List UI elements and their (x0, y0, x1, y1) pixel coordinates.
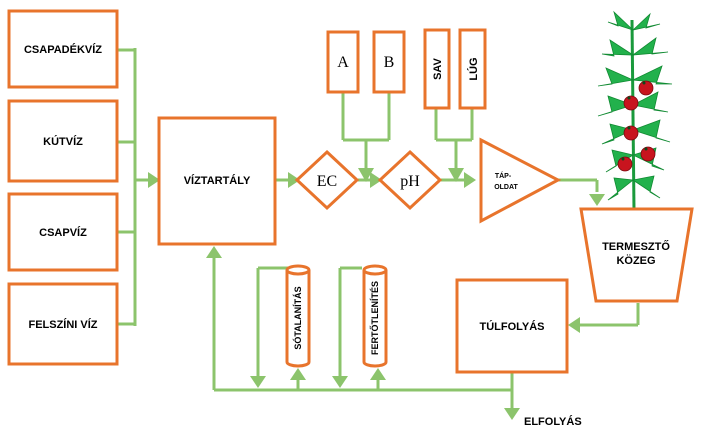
nutrient-solution-label-1: TÁP- (495, 171, 512, 180)
growing-medium-pot (579, 207, 694, 303)
growing-medium-label-1: TERMESZTŐ (602, 240, 670, 253)
disinfection-cylinder (362, 264, 388, 368)
growing-medium-label-2: KÖZEG (616, 254, 655, 267)
nutrient-b-box (372, 30, 406, 94)
well-water-box (7, 99, 119, 183)
tomato-plant-icon (597, 10, 673, 211)
desalination-label: SÓTALANÍTÁS (292, 286, 303, 349)
drain-label: ELFOLYÁS (524, 415, 582, 428)
base-box (458, 28, 487, 110)
water-tank-label: VÍZTARTÁLY (184, 174, 251, 187)
overflow-label: TÚLFOLYÁS (480, 320, 545, 333)
surface-water-box (7, 282, 119, 366)
nutrient-a-box (326, 30, 360, 94)
ec-diamond (294, 149, 360, 211)
disinfection-label: FERTŐTLENÍTÉS (369, 281, 380, 355)
nutrient-solution-label-2: OLDAT (494, 184, 518, 191)
acid-label: SAV (432, 57, 444, 79)
ph-diamond (377, 149, 443, 211)
flow-lines (118, 48, 640, 408)
ec-label: EC (317, 173, 337, 190)
rainwater-label: CSAPADÉKVÍZ (24, 43, 102, 56)
rainwater-box (7, 9, 119, 89)
nutrient-a-label: A (337, 54, 349, 71)
overflow-box (455, 278, 569, 374)
well-water-label: KÚTVÍZ (43, 135, 83, 148)
surface-water-label: FELSZÍNI VÍZ (28, 318, 97, 331)
tap-water-box (7, 192, 119, 272)
base-label: LÚG (467, 57, 480, 80)
nutrient-solution-triangle (479, 137, 562, 224)
nutrient-b-label: B (384, 54, 395, 71)
tap-water-label: CSAPVÍZ (39, 226, 87, 239)
desalination-cylinder (285, 264, 311, 368)
water-tank-box (157, 116, 277, 246)
acid-box (423, 28, 451, 110)
flow-arrowheads (148, 168, 605, 420)
ph-label: pH (400, 173, 420, 190)
